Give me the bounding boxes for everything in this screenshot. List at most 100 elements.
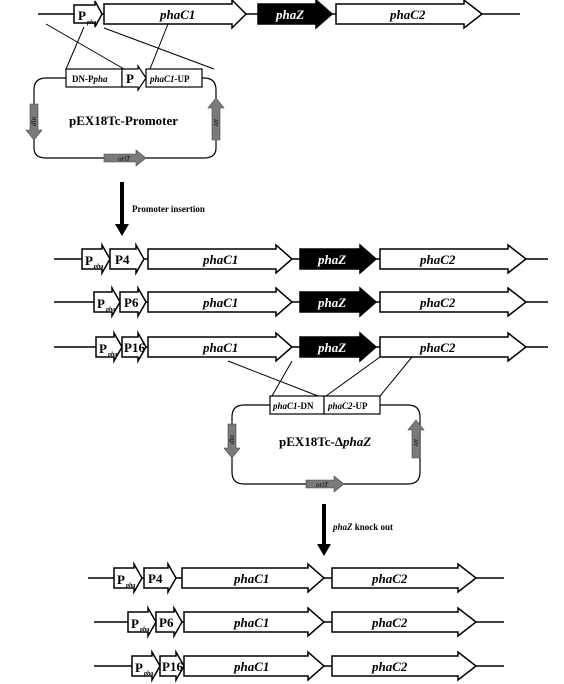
promoter-pha-arrow: P pha — [127, 605, 157, 639]
dln-marker-label: dln — [228, 435, 236, 444]
dln-marker-arrow: dln — [223, 423, 241, 459]
tet-marker-label: tet — [412, 438, 420, 446]
gene-phaC1-label: phaC1 — [233, 659, 269, 674]
promoter-sublabel: pha — [107, 352, 117, 358]
gene-phaC2-label: phaC2 — [389, 7, 426, 22]
step-arrow-phaZ-knockout: phaZ knock out — [317, 504, 393, 556]
promoter-pha-arrow: P pha — [73, 0, 103, 28]
promoter-P4-arrow: P4 — [109, 242, 145, 276]
promoter-P4-arrow: P4 — [143, 561, 177, 595]
gene-phaC1-label: phaC1 — [159, 7, 195, 22]
operon-P6-knockout: P pha P6 phaC1 phaC2 — [94, 605, 504, 639]
gene-phaC1-arrow: phaC1 — [183, 650, 326, 682]
promoter-P6-label: P6 — [159, 615, 174, 630]
step-label-promoter-insertion: Promoter insertion — [132, 204, 205, 214]
crossover-lines-2 — [227, 356, 413, 397]
gene-phaC1-arrow: phaC1 — [147, 243, 294, 275]
operon-P16: P pha P16 phaC1 phaZ phaC2 — [54, 330, 548, 364]
plasmid-promoter-box: P — [121, 64, 147, 92]
promoter-sublabel: pha — [143, 671, 153, 677]
oriT-marker-arrow: oriT — [103, 149, 147, 167]
promoter-P16-label: P16 — [162, 659, 183, 674]
gene-phaC1-label: phaC1 — [202, 295, 238, 310]
gene-phaC2-arrow: phaC2 — [379, 243, 528, 275]
crossover-lines-1 — [45, 23, 215, 70]
promoter-pha-arrow: P pha — [95, 330, 123, 364]
oriT-marker-label: oriT — [118, 155, 131, 163]
promoter-P6-arrow: P6 — [119, 285, 147, 319]
gene-phaC2-arrow: phaC2 — [379, 331, 528, 363]
promoter-label: P — [135, 660, 143, 675]
gene-phaC2-label: phaC2 — [371, 571, 408, 586]
promoter-P4-label: P4 — [148, 571, 163, 586]
gene-phaC2-label: phaC2 — [371, 659, 408, 674]
gene-phaC1-label: phaC1 — [202, 252, 238, 267]
gene-phaC1-label: phaC1 — [233, 571, 269, 586]
promoter-P4-label: P4 — [115, 252, 130, 267]
oriT-marker-arrow: oriT — [305, 475, 345, 493]
promoter-pha-arrow: P pha — [93, 285, 121, 319]
operon-P4: P pha P4 phaC1 phaZ phaC2 — [54, 242, 548, 276]
promoter-label: P — [117, 572, 125, 587]
operon-P16-knockout: P pha P16 phaC1 phaC2 — [94, 649, 504, 683]
plasmid-box-phaC1-dn-label: phaC1-DN — [272, 401, 314, 411]
gene-phaC1-arrow: phaC1 — [147, 331, 294, 363]
gene-phaC2-arrow: phaC2 — [331, 650, 478, 682]
gene-phaC2-arrow: phaC2 — [335, 0, 484, 30]
plasmid-promoter-label: P — [126, 71, 134, 86]
gene-phaC1-arrow: phaC1 — [103, 0, 248, 30]
promoter-pha-arrow: P pha — [81, 242, 111, 276]
gene-phaZ-arrow: phaZ — [299, 331, 378, 363]
gene-phaC1-label: phaC1 — [233, 615, 269, 630]
promoter-label: P — [99, 341, 107, 356]
gene-phaZ-label: phaZ — [317, 295, 346, 310]
gene-phaC1-arrow: phaC1 — [147, 286, 294, 318]
promoter-P16-arrow: P16 — [121, 330, 147, 364]
gene-phaC2-label: phaC2 — [419, 252, 456, 267]
gene-phaC2-label: phaC2 — [419, 295, 456, 310]
gene-phaZ-label: phaZ — [275, 7, 304, 22]
promoter-label: P — [97, 296, 105, 311]
gene-phaZ-label: phaZ — [317, 340, 346, 355]
plasmid-box-phaC1-up — [145, 68, 203, 88]
gene-phaC2-arrow: phaC2 — [331, 562, 478, 594]
gene-phaZ-arrow: phaZ — [299, 243, 378, 275]
promoter-P6-arrow: P6 — [155, 605, 183, 639]
gene-phaC2-arrow: phaC2 — [331, 606, 478, 638]
promoter-sublabel: pha — [125, 583, 135, 589]
promoter-sublabel: pha — [139, 627, 149, 633]
dln-marker-label: dln — [30, 117, 38, 126]
promoter-sublabel: pha — [93, 264, 103, 270]
promoter-label: P — [85, 253, 93, 268]
promoter-label: P — [78, 8, 86, 23]
gene-phaC1-arrow: phaC1 — [183, 606, 326, 638]
tet-marker-arrow: tet — [407, 419, 425, 459]
promoter-pha-arrow: P pha — [113, 561, 143, 595]
gene-phaC1-label: phaC1 — [202, 340, 238, 355]
gene-phaC2-label: phaC2 — [419, 340, 456, 355]
promoter-sublabel: pha — [86, 20, 96, 26]
gene-phaC2-label: phaC2 — [371, 615, 408, 630]
plasmid-name: pEX18Tc-Promoter — [69, 113, 178, 128]
plasmid-box-phaC1-up-label: phaC1-UP — [149, 74, 190, 84]
promoter-P16-arrow: P16 — [159, 649, 185, 683]
promoter-label: P — [131, 616, 139, 631]
plasmid-box-phaC2-up — [323, 395, 381, 415]
plasmid-pEX18Tc-Promoter: DN-Ppha P phaC1-UP pEX18Tc-Promoter dln … — [25, 64, 225, 167]
gene-phaZ-arrow: phaZ — [299, 286, 378, 318]
promoter-P16-label: P16 — [124, 340, 145, 355]
oriT-marker-label: oriT — [316, 481, 329, 489]
step-arrow-promoter-insertion: Promoter insertion — [115, 182, 205, 236]
plasmid-box-dn-ppha-label: DN-Ppha — [72, 74, 108, 84]
step-label-phaZ-knockout: phaZ knock out — [332, 522, 393, 532]
plasmid-box-phaC2-up-label: phaC2-UP — [327, 401, 368, 411]
gene-phaC2-arrow: phaC2 — [379, 286, 528, 318]
tet-marker-arrow: tet — [207, 97, 225, 141]
operon-P4-knockout: P pha P4 phaC1 phaC2 — [88, 561, 504, 595]
gene-phaC1-arrow: phaC1 — [181, 562, 326, 594]
promoter-sublabel: pha — [105, 307, 115, 313]
operon-wildtype: P pha phaC1 phaZ phaC2 — [38, 0, 520, 30]
promoter-pha-arrow: P pha — [131, 649, 161, 683]
plasmid-name: pEX18Tc-ΔphaZ — [279, 434, 371, 449]
